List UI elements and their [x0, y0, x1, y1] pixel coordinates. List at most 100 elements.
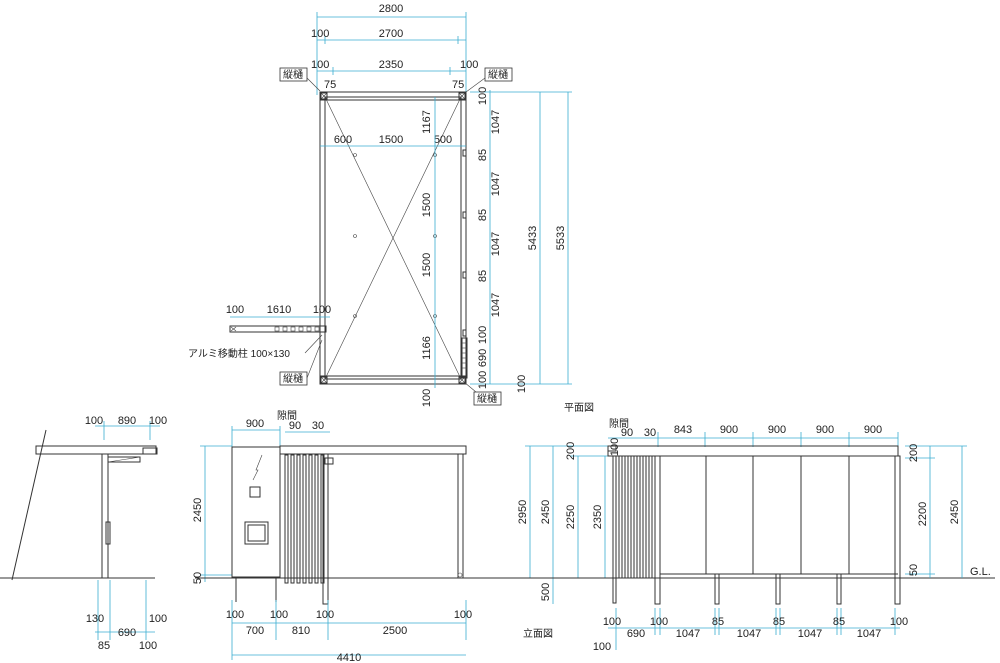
re-top-900b: 900 [768, 424, 786, 436]
gutter-label-box-tl [279, 67, 308, 82]
plan-rdim-7: 1047 [490, 293, 502, 317]
plan-total-5533: 5533 [555, 226, 567, 250]
gutter-label-box-br [473, 391, 502, 406]
plan-rdim-2: 85 [477, 149, 489, 161]
re-right-2450: 2450 [949, 500, 961, 524]
side-bot-130: 130 [86, 613, 104, 625]
side-bot-100b: 100 [139, 640, 157, 652]
re-bot-100a: 100 [603, 616, 621, 628]
front-bot-4410: 4410 [337, 652, 361, 663]
re-top-900a: 900 [720, 424, 738, 436]
re-left-2450: 2450 [540, 500, 552, 524]
gutter-label-tr: 縦樋 [488, 68, 508, 81]
plan-inner-frame [324, 96, 462, 380]
plan-view-title: 平面図 [564, 402, 594, 414]
front-top-30: 30 [312, 420, 324, 432]
movable-column-label: アルミ移動柱 100×130 [188, 347, 290, 360]
front-left-2450: 2450 [192, 498, 204, 522]
re-bot-1047a: 1047 [676, 628, 700, 640]
re-right-50: 50 [908, 564, 920, 576]
plan-vdim-1500b: 1500 [421, 253, 433, 277]
re-bot-690: 690 [627, 628, 645, 640]
plan-dim-75a: 75 [324, 79, 336, 91]
front-bot-100a: 100 [226, 609, 244, 621]
re-bot-100d: 100 [593, 641, 611, 653]
re-top-30: 30 [644, 427, 656, 439]
front-bot-810: 810 [292, 625, 310, 637]
re-top-843: 843 [674, 424, 692, 436]
gutter-label-box-bl [279, 371, 308, 386]
plan-outer-frame [319, 91, 467, 385]
brace-2 [324, 96, 462, 380]
side-post [101, 453, 109, 579]
side-bot-690: 690 [118, 627, 136, 639]
side-bot-85: 85 [98, 640, 110, 652]
re-bot-1047b: 1047 [737, 628, 761, 640]
re-bot-100c: 100 [890, 616, 908, 628]
front-bot-100c: 100 [316, 609, 334, 621]
re-panels [659, 455, 898, 575]
plan-dim-1500: 1500 [379, 134, 403, 146]
re-bot-85c: 85 [833, 616, 845, 628]
plan-rdim-3: 1047 [490, 172, 502, 196]
arm-dim-100b: 100 [313, 304, 331, 316]
right-elevation: 隙間 100 90 30 843 900 900 900 900 2950 24… [500, 417, 995, 653]
front-top-900: 900 [246, 418, 264, 430]
re-left-2950: 2950 [517, 500, 529, 524]
side-top-890: 890 [118, 415, 136, 427]
side-top-100b: 100 [149, 415, 167, 427]
plan-rdim-9: 690 [477, 349, 489, 367]
front-bot-100d: 100 [454, 609, 472, 621]
re-right-200: 200 [908, 444, 920, 462]
re-left-2250: 2250 [565, 505, 577, 529]
movable-column-arm [229, 325, 327, 333]
plan-rdim-4: 85 [477, 209, 489, 221]
re-bot-1047d: 1047 [857, 628, 881, 640]
re-gap-label: 隙間 [609, 417, 629, 430]
re-left-500: 500 [540, 583, 552, 601]
plan-rdim-0: 100 [477, 87, 489, 105]
plan-dim-2800: 2800 [379, 3, 403, 15]
plan-total-5433: 5433 [527, 226, 539, 250]
plan-right-columns [461, 337, 468, 379]
plan-rdim-10: 100 [477, 371, 489, 389]
storage-cabinet [231, 446, 281, 578]
plan-view: 2800 100 2700 100 2350 100 75 75 縦樋 縦樋 [188, 3, 572, 407]
re-top-90: 90 [621, 427, 633, 439]
front-roof-beam [279, 445, 467, 455]
side-top-100a: 100 [85, 415, 103, 427]
gutter-label-bl: 縦樋 [283, 372, 303, 385]
plan-dim-100b: 100 [311, 59, 329, 71]
re-top-900d: 900 [864, 424, 882, 436]
re-bot-100b: 100 [650, 616, 668, 628]
plan-rdim-8: 100 [477, 326, 489, 344]
front-top-90: 90 [289, 420, 301, 432]
plan-dim-100a: 100 [311, 28, 329, 40]
plan-vdim-100-bottom: 100 [421, 389, 433, 407]
plan-rdim-1: 1047 [490, 110, 502, 134]
re-roof-beam [607, 445, 899, 457]
re-slats [612, 455, 653, 604]
side-bot-100a: 100 [149, 613, 167, 625]
plan-dim-2350: 2350 [379, 59, 403, 71]
elevation-view-title: 立面図 [523, 627, 553, 640]
plan-rdim-6: 85 [477, 270, 489, 282]
plan-vdim-1166: 1166 [421, 336, 433, 360]
plan-vdim-1500a: 1500 [421, 193, 433, 217]
cabinet-window [244, 521, 269, 545]
plan-dim-75b: 75 [452, 79, 464, 91]
front-bot-2500: 2500 [383, 625, 407, 637]
plan-dim-2700: 2700 [379, 28, 403, 40]
re-bot-85a: 85 [712, 616, 724, 628]
re-top-900c: 900 [816, 424, 834, 436]
front-elevation: 900 隙間 90 30 2450 50 [192, 409, 500, 663]
plan-dim-500: 500 [434, 134, 452, 146]
gutter-label-br: 縦樋 [477, 392, 497, 405]
side-elevation: 100 890 100 130 100 690 85 100 [0, 415, 167, 652]
re-top-100: 100 [609, 438, 621, 456]
plan-dim-100c: 100 [460, 59, 478, 71]
re-bot-1047c: 1047 [798, 628, 822, 640]
side-roof [35, 445, 157, 455]
plan-vdim-1167: 1167 [421, 110, 433, 134]
